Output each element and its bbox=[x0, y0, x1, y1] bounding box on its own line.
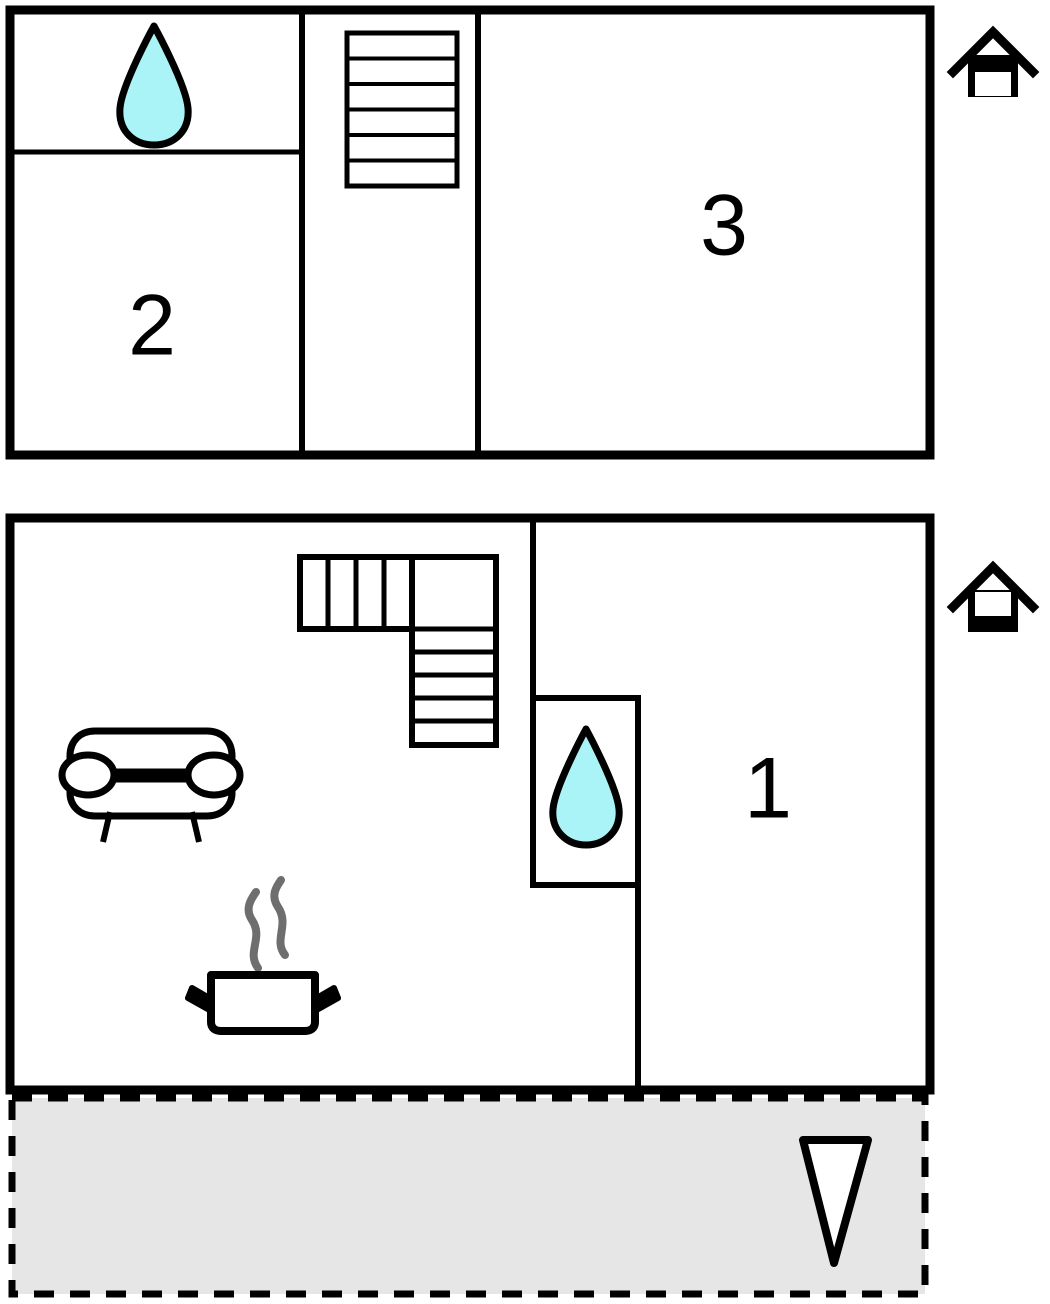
staircase-l-icon bbox=[297, 554, 499, 748]
house-icon-upper-level bbox=[946, 25, 1040, 97]
water-drop-icon bbox=[549, 725, 623, 849]
room-number-3: 3 bbox=[700, 178, 748, 274]
cooking-pot-icon bbox=[185, 876, 341, 1035]
sofa-icon bbox=[58, 727, 244, 843]
staircase-icon bbox=[344, 30, 460, 189]
ground-floor-group: 1 bbox=[5, 513, 1040, 1298]
house-icon-ground-level bbox=[946, 560, 1040, 632]
room-number-1: 1 bbox=[744, 741, 792, 837]
parasol-icon bbox=[799, 1136, 872, 1267]
terrace-area bbox=[8, 1094, 929, 1298]
terrace bbox=[8, 1094, 929, 1298]
upper-floor-group: 2 3 bbox=[5, 5, 1040, 460]
room-number-2: 2 bbox=[128, 278, 176, 374]
water-drop-icon bbox=[116, 22, 192, 149]
